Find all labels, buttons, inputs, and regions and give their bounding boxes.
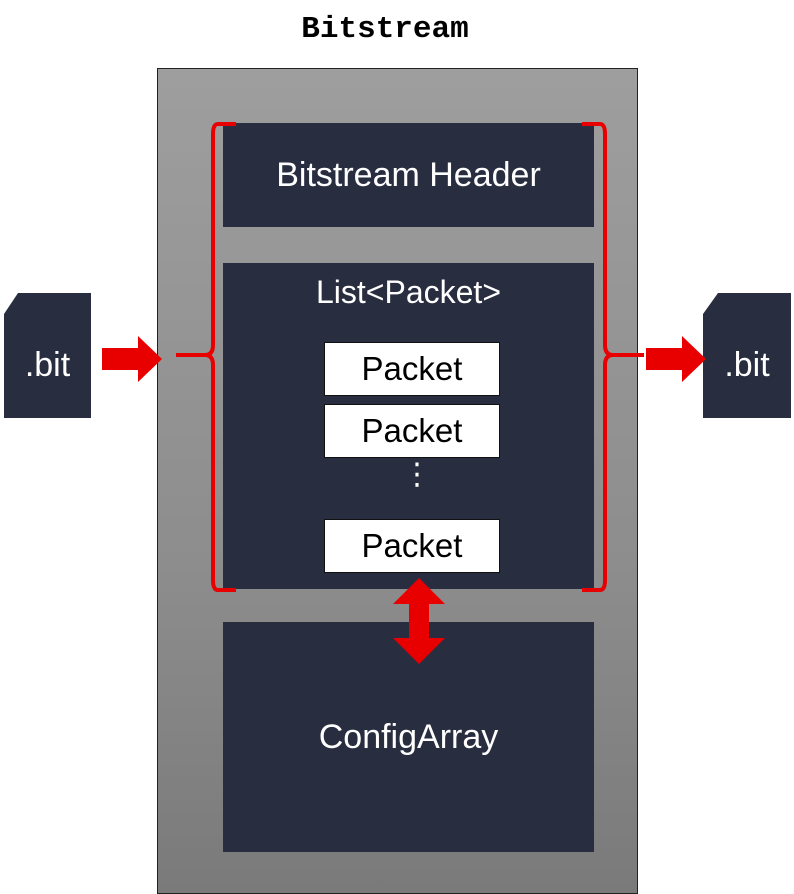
config-array-box: ConfigArray (223, 622, 594, 852)
packet-box-2: Packet (324, 404, 500, 458)
bitstream-header-label: Bitstream Header (276, 155, 541, 194)
bitstream-header-box: Bitstream Header (223, 123, 594, 227)
input-file-icon (4, 293, 91, 418)
output-file-icon (703, 293, 791, 418)
output-arrow (646, 336, 706, 382)
packet-box-1: Packet (324, 342, 500, 396)
config-array-label: ConfigArray (318, 717, 499, 756)
packet-label-3: Packet (361, 527, 463, 564)
packet-label-1: Packet (361, 350, 463, 387)
input-file-label: .bit (24, 346, 71, 384)
output-file-label: .bit (724, 346, 770, 384)
input-arrow (102, 336, 162, 382)
packet-label-2: Packet (361, 412, 463, 449)
diagram-title: Bitstream (301, 12, 469, 47)
right-brace (582, 122, 644, 592)
left-brace (176, 122, 236, 592)
bidirectional-arrow (393, 578, 445, 664)
packet-list-label: List<Packet> (316, 274, 501, 310)
packet-box-3: Packet (324, 519, 500, 573)
